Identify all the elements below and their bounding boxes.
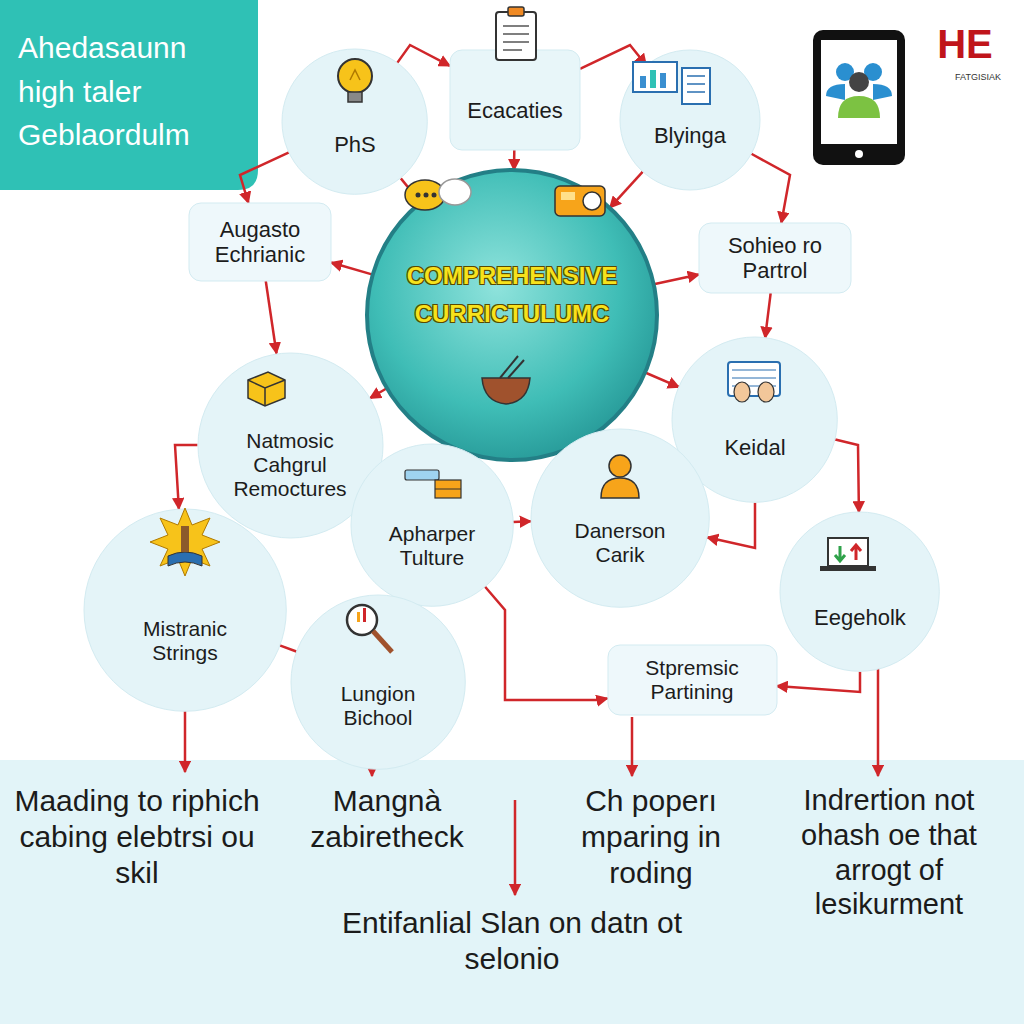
bottom-band — [0, 760, 1024, 1024]
flow-arrow — [513, 150, 516, 170]
outcome-text: Entifanlial Slan on datn ot selonio — [327, 905, 697, 977]
keyboard-hands-icon — [728, 362, 780, 402]
topic-label: Stpremsic Partining — [620, 656, 765, 704]
logo-mark: HE — [925, 20, 1005, 68]
chart-document-icon — [633, 62, 710, 104]
lightbulb-icon — [338, 59, 372, 102]
clipboard-icon — [496, 7, 536, 60]
flow-arrow — [175, 445, 198, 509]
flow-arrow — [835, 439, 859, 512]
topic-label: Apharper Tulture — [372, 522, 492, 570]
flow-arrow — [751, 154, 790, 223]
flow-arrow — [370, 388, 387, 398]
topic-circle: Eegeholk — [780, 512, 939, 671]
flow-arrow — [765, 293, 771, 338]
topic-circle: Apharper Tulture — [351, 444, 513, 606]
outcome-text: Mangnà zabiretheck — [272, 783, 502, 855]
person-icon — [601, 455, 639, 498]
topic-box: Sohieo ro Partrol — [699, 223, 851, 293]
flow-arrow — [397, 45, 450, 66]
magnifier-icon — [347, 605, 392, 652]
topic-box: Augasto Echrianic — [189, 203, 331, 281]
topic-label: Danerson Carik — [560, 519, 680, 567]
flow-arrow — [645, 373, 679, 388]
diagram-title: Ahedasaunn high taler Geblaordulm — [18, 26, 238, 157]
flow-arrow — [266, 281, 277, 353]
box-icon — [248, 372, 285, 406]
topic-label: Eegeholk — [814, 605, 906, 630]
flow-arrow — [485, 587, 608, 700]
speech-bubbles-icon — [405, 179, 471, 210]
topic-circle: COMPREHENSIVE CURRICTULUMC — [367, 170, 657, 460]
bowl-icon — [482, 356, 530, 404]
central-title: COMPREHENSIVE CURRICTULUMC — [387, 257, 637, 334]
topic-label: Keidal — [724, 435, 785, 460]
title-banner — [0, 0, 258, 190]
logo-caption: FATGISIAK — [935, 72, 1021, 83]
outcome-text: Ch poperı mparing in roding — [545, 783, 757, 891]
topic-label: PhS — [334, 132, 376, 157]
outcome-text: Indrertion not ohash oe that arrogt of l… — [762, 783, 1016, 922]
flow-arrow — [777, 672, 861, 692]
flow-arrow — [280, 645, 297, 651]
tools-icon — [405, 470, 461, 498]
flow-arrow — [513, 520, 531, 523]
topic-label: Lungion Bichool — [321, 682, 436, 730]
flow-arrow — [240, 152, 289, 203]
topic-box: Stpremsic Partining — [608, 645, 777, 715]
topic-label: Ecacaties — [467, 98, 562, 123]
projector-icon — [555, 186, 605, 216]
emblem-icon — [150, 508, 220, 576]
topic-box: Ecacaties — [450, 50, 580, 150]
circle-shape — [780, 512, 939, 671]
flow-arrow — [654, 274, 699, 284]
topic-label: Blyinga — [654, 123, 726, 148]
outcome-text: Maading to riphich cabing elebtrsi ou sk… — [8, 783, 266, 891]
topic-label: Natmosic Cahgrul Remoctures — [220, 429, 360, 501]
tablet-icon — [813, 30, 905, 165]
flow-arrow — [331, 263, 373, 275]
topic-label: Mistranic Strings — [125, 617, 245, 665]
topic-label: Sohieo ro Partrol — [711, 233, 839, 284]
topic-label: Augasto Echrianic — [201, 217, 319, 268]
laptop-icon — [820, 538, 876, 571]
flow-arrow — [707, 503, 755, 548]
flow-arrow — [610, 172, 643, 208]
